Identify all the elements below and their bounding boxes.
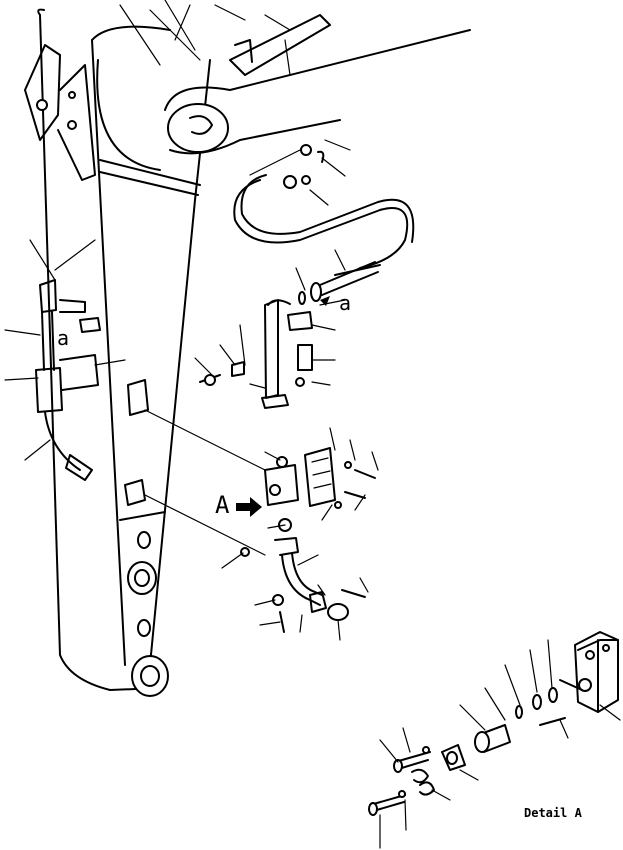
central-valve-block: [124, 379, 336, 556]
left-bracket-plates: [24, 44, 96, 181]
view-arrow-a: [236, 497, 262, 517]
upper-pivot-assembly: [149, 0, 471, 155]
hose-loop: [233, 144, 415, 269]
leader-lines: [4, 4, 379, 641]
right-side-bolts: [334, 264, 381, 509]
view-marker-a-left: a: [57, 326, 70, 350]
detail-caption: Detail A: [524, 806, 582, 820]
upper-pipe-assembly: [199, 261, 379, 409]
boom-arm: [37, 8, 211, 697]
detail-a-assembly: [368, 631, 619, 816]
left-valve-assembly: [29, 239, 101, 481]
detail-a-leader-lines: [379, 639, 621, 849]
view-marker-a-right: a: [339, 291, 352, 315]
view-marker-A: A: [215, 491, 230, 519]
